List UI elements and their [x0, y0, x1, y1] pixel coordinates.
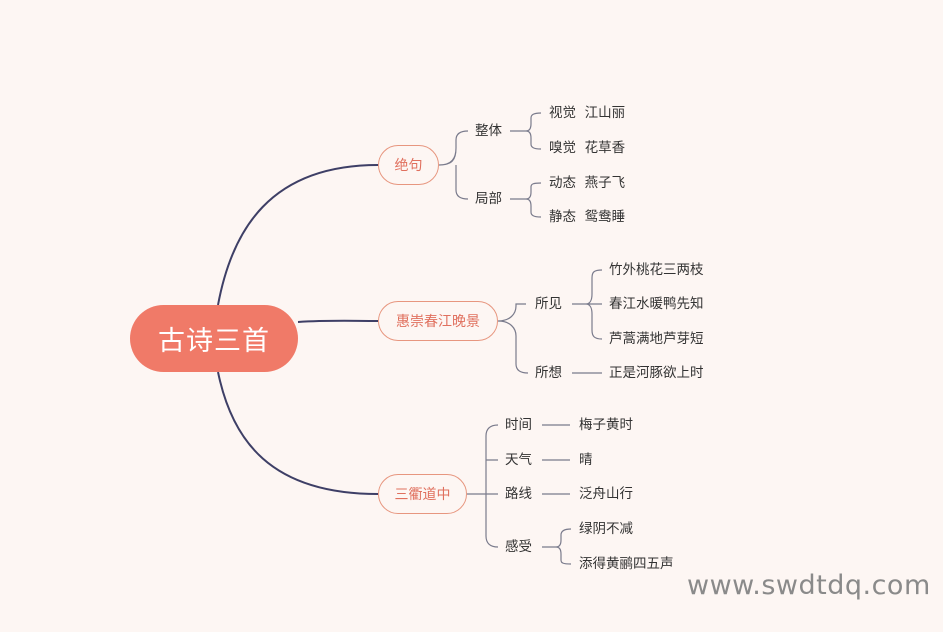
item-3-2-1[interactable]: 晴 — [579, 452, 593, 468]
item-2-2-1[interactable]: 正是河豚欲上时 — [609, 365, 704, 381]
item-3-3-1[interactable]: 泛舟山行 — [579, 486, 633, 502]
root-node[interactable]: 古诗三首 — [130, 305, 298, 372]
branch-root-poem-2 — [297, 319, 379, 323]
aspect-3-2[interactable]: 天气 — [505, 452, 532, 468]
aspect-1-1[interactable]: 整体 — [475, 123, 502, 139]
item-3-4-2[interactable]: 添得黄鹂四五声 — [579, 556, 674, 572]
item-2-1-3[interactable]: 芦蒿满地芦芽短 — [609, 331, 704, 347]
item-3-1-1[interactable]: 梅子黄时 — [579, 417, 633, 433]
item-1-2-1[interactable]: 动态 燕子飞 — [549, 175, 626, 191]
aspect-1-2[interactable]: 局部 — [475, 191, 502, 207]
item-2-1-2[interactable]: 春江水暖鸭先知 — [609, 296, 704, 312]
bracket-poem-1 — [438, 130, 469, 200]
poem-node-2[interactable]: 惠崇春江晚景 — [378, 301, 498, 341]
aspect-2-2[interactable]: 所想 — [535, 365, 562, 381]
item-1-2-2[interactable]: 静态 鸳鸯睡 — [549, 209, 626, 225]
aspect-3-4[interactable]: 感受 — [505, 539, 532, 555]
bracket-aspect-1-1 — [510, 112, 542, 150]
bracket-poem-3 — [467, 424, 499, 548]
branch-root-poem-3 — [217, 371, 379, 495]
item-1-1-2[interactable]: 嗅觉 花草香 — [549, 140, 626, 156]
bracket-aspect-2-1 — [572, 269, 603, 340]
aspect-2-1[interactable]: 所见 — [535, 296, 562, 312]
watermark-text: www.swdtdq.com — [687, 570, 931, 601]
poem-node-1[interactable]: 绝句 — [378, 145, 439, 185]
poem-node-3[interactable]: 三衢道中 — [378, 474, 467, 514]
aspect-3-3[interactable]: 路线 — [505, 486, 532, 502]
item-3-4-1[interactable]: 绿阴不减 — [579, 521, 633, 537]
item-2-1-1[interactable]: 竹外桃花三两枝 — [609, 262, 704, 278]
branch-root-poem-1 — [217, 164, 379, 306]
aspect-3-1[interactable]: 时间 — [505, 417, 532, 433]
bracket-aspect-3-4 — [542, 528, 572, 565]
bracket-poem-2 — [497, 303, 529, 374]
item-1-1-1[interactable]: 视觉 江山丽 — [549, 105, 626, 121]
bracket-aspect-1-2 — [510, 182, 542, 218]
